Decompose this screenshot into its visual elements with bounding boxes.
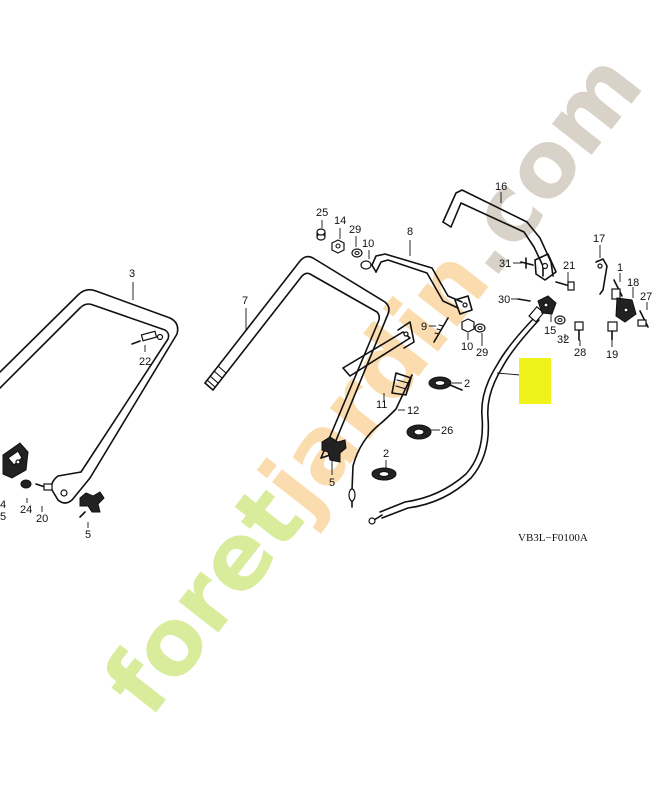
nut-14 [331,239,345,254]
callout-21: 21 [563,260,575,272]
nut-10-top [360,260,372,270]
bolt-28 [574,321,584,341]
callout-30: 30 [498,294,510,306]
cable-clip-2-upper [428,376,463,391]
knob-middle [321,436,347,463]
clip-1 [611,279,623,300]
cap-25 [316,228,326,241]
callout-15: 15 [544,325,556,337]
callout-28: 28 [574,347,586,359]
bolt-20 [35,483,53,491]
watermark: foretjardin.com [83,33,652,734]
callout-32: 32 [557,334,569,346]
watermark-part1: foret [83,467,324,734]
lever-8 [371,253,473,315]
callout-29-mid: 29 [476,347,488,359]
callout-29-top: 29 [349,224,361,236]
callout-1: 1 [617,262,623,274]
callout-2-lower: 2 [383,448,389,460]
drawing-code: VB3L−F0100A [518,532,588,544]
callout-2-upper: 2 [464,378,470,390]
lower-handle [0,288,179,504]
washer-29-mid [474,323,486,333]
bail-lever-16 [442,189,557,281]
pivot-plate-15 [537,295,557,315]
cable-clip-26 [406,424,432,440]
callout-20: 20 [36,513,48,525]
cable-12 [348,372,413,508]
callout-18: 18 [627,277,639,289]
washer-24 [20,479,32,489]
bracket-18 [615,297,637,323]
callout-11: 11 [376,399,387,411]
callout-16: 16 [495,181,507,193]
leader-lines [26,192,648,528]
screw-27 [637,310,649,328]
callout-31: 31 [499,258,511,270]
callout-25: 25 [316,207,328,219]
callout-5-lower: 5 [85,529,91,541]
knob-lower [79,491,105,518]
bolt-21 [555,281,575,291]
callout-8: 8 [407,226,413,238]
callout-17: 17 [593,233,605,245]
callout-3: 3 [129,268,135,280]
callout-14: 14 [334,215,346,227]
highlight-box [519,358,551,404]
callout-labels: 3 22 7 25 14 29 10 8 9 10 29 2 11 12 26 … [0,181,652,541]
spring-17 [595,258,608,295]
screw-19 [607,321,618,341]
watermark-part3: .com [426,33,652,295]
callout-19: 19 [606,349,618,361]
cable-13 [368,305,545,525]
callout-12: 12 [407,405,419,417]
callout-22: 22 [139,356,151,368]
pin-9 [433,317,449,343]
callout-5-left: 5 [0,511,6,523]
callout-27: 27 [640,291,652,303]
svg-text:foretjardin.com: foretjardin.com [83,33,652,734]
callout-26: 26 [441,425,453,437]
callout-7: 7 [242,295,248,307]
callout-5-middle: 5 [329,477,335,489]
washer-32 [554,315,566,325]
upper-handle [204,255,415,459]
pin-31 [520,257,534,269]
callout-10-mid: 10 [461,341,473,353]
bolt-22 [131,330,158,345]
bolt-30 [517,298,531,302]
callout-9: 9 [421,321,427,333]
nut-10-mid [461,318,475,333]
cable-clip-2-lower [371,467,397,481]
callout-24: 24 [20,504,32,516]
callout-10-top: 10 [362,238,374,250]
washer-29-top [351,248,363,258]
bracket-assembly [2,442,29,479]
callout-4: 4 [0,499,6,511]
